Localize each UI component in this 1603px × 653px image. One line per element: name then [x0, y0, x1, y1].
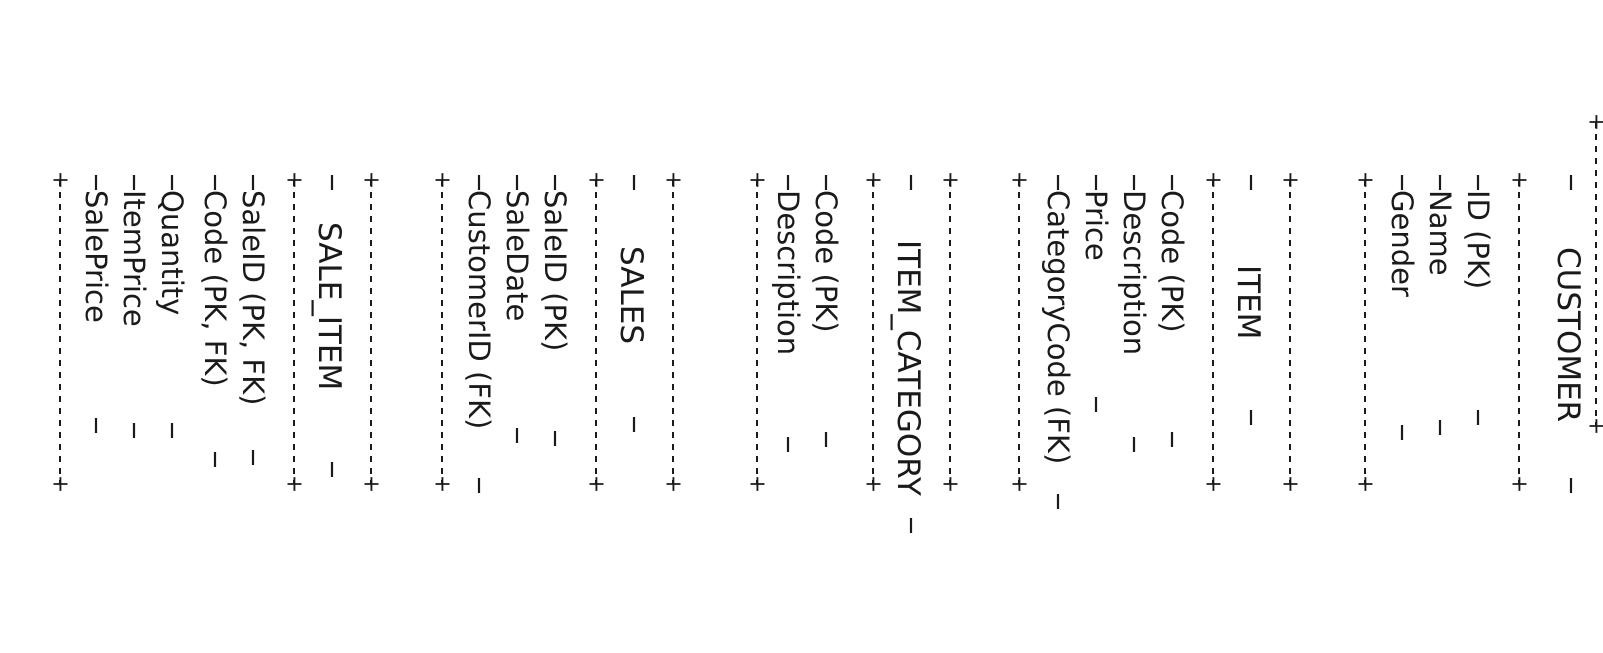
customer-title: CUSTOMER [1550, 247, 1586, 422]
entity-customer: + + + + + + CUSTOMER ID (PK) Name Gender [1353, 113, 1603, 493]
item-field-code: Code (PK) [1155, 190, 1189, 333]
sales-corner: + [584, 171, 609, 189]
item-corner: + [1007, 475, 1032, 493]
sale-item-corner: + [48, 171, 73, 189]
customer-corner: + [1353, 475, 1378, 493]
item-field-price: Price [1079, 190, 1113, 261]
sale-item-corner: + [282, 475, 307, 493]
item-category-corner: + [861, 475, 886, 493]
sales-corner: + [661, 475, 686, 493]
sales-title: SALES [613, 246, 649, 344]
customer-corner: + [1507, 171, 1532, 189]
customer-corner: + [1353, 171, 1378, 189]
item-corner: + [1278, 475, 1303, 493]
sale-item-corner: + [359, 475, 384, 493]
sales-field-saledate: SaleDate [500, 190, 534, 321]
sales-field-customerid: CustomerID (FK) [462, 190, 496, 429]
sales-field-saleid: SaleID (PK) [538, 190, 572, 351]
customer-corner: + [1584, 417, 1603, 435]
sales-corner: + [661, 171, 686, 189]
sale-item-field-itemprice: ItemPrice [117, 190, 151, 327]
item-field-description: Description [1117, 190, 1151, 355]
sale-item-field-quantity: Quantity [155, 190, 189, 315]
item-category-field-description: Description [771, 190, 805, 355]
customer-field-id: ID (PK) [1461, 190, 1495, 289]
item-corner: + [1201, 171, 1226, 189]
sale-item-corner: + [48, 475, 73, 493]
customer-corner: + [1507, 475, 1532, 493]
customer-field-name: Name [1423, 190, 1457, 276]
item-corner: + [1278, 171, 1303, 189]
item-category-corner: + [745, 475, 770, 493]
item-category-title: ITEM_CATEGORY [890, 240, 926, 496]
item-category-corner: + [938, 171, 963, 189]
item-corner: + [1007, 171, 1032, 189]
sale-item-title: SALE_ITEM [311, 222, 347, 390]
entity-sales: + + + + + + SALES SaleID (PK) SaleDate C… [430, 171, 686, 493]
sale-item-corner: + [359, 171, 384, 189]
entity-item-category: + + + + + + ITEM_CATEGORY Code (PK) Desc… [745, 171, 963, 533]
item-field-categorycode: CategoryCode (FK) [1041, 190, 1075, 464]
item-category-corner: + [861, 171, 886, 189]
item-category-corner: + [938, 475, 963, 493]
item-category-field-code: Code (PK) [809, 190, 843, 333]
entity-item: + + + + + + ITEM Code (PK) Description P… [1007, 171, 1303, 509]
customer-corner: + [1584, 113, 1603, 131]
sales-corner: + [430, 171, 455, 189]
entity-sale-item: + + + + + + SALE_ITEM SaleID (PK, FK) Co… [48, 171, 384, 493]
item-corner: + [1201, 475, 1226, 493]
sale-item-field-saleid: SaleID (PK, FK) [236, 190, 270, 405]
customer-field-gender: Gender [1385, 190, 1419, 297]
sale-item-field-saleprice: SalePrice [79, 190, 113, 323]
sales-corner: + [584, 475, 609, 493]
sales-corner: + [430, 475, 455, 493]
sale-item-corner: + [282, 171, 307, 189]
sale-item-field-code: Code (PK, FK) [198, 190, 232, 387]
item-title: ITEM [1230, 265, 1266, 339]
item-category-corner: + [745, 171, 770, 189]
